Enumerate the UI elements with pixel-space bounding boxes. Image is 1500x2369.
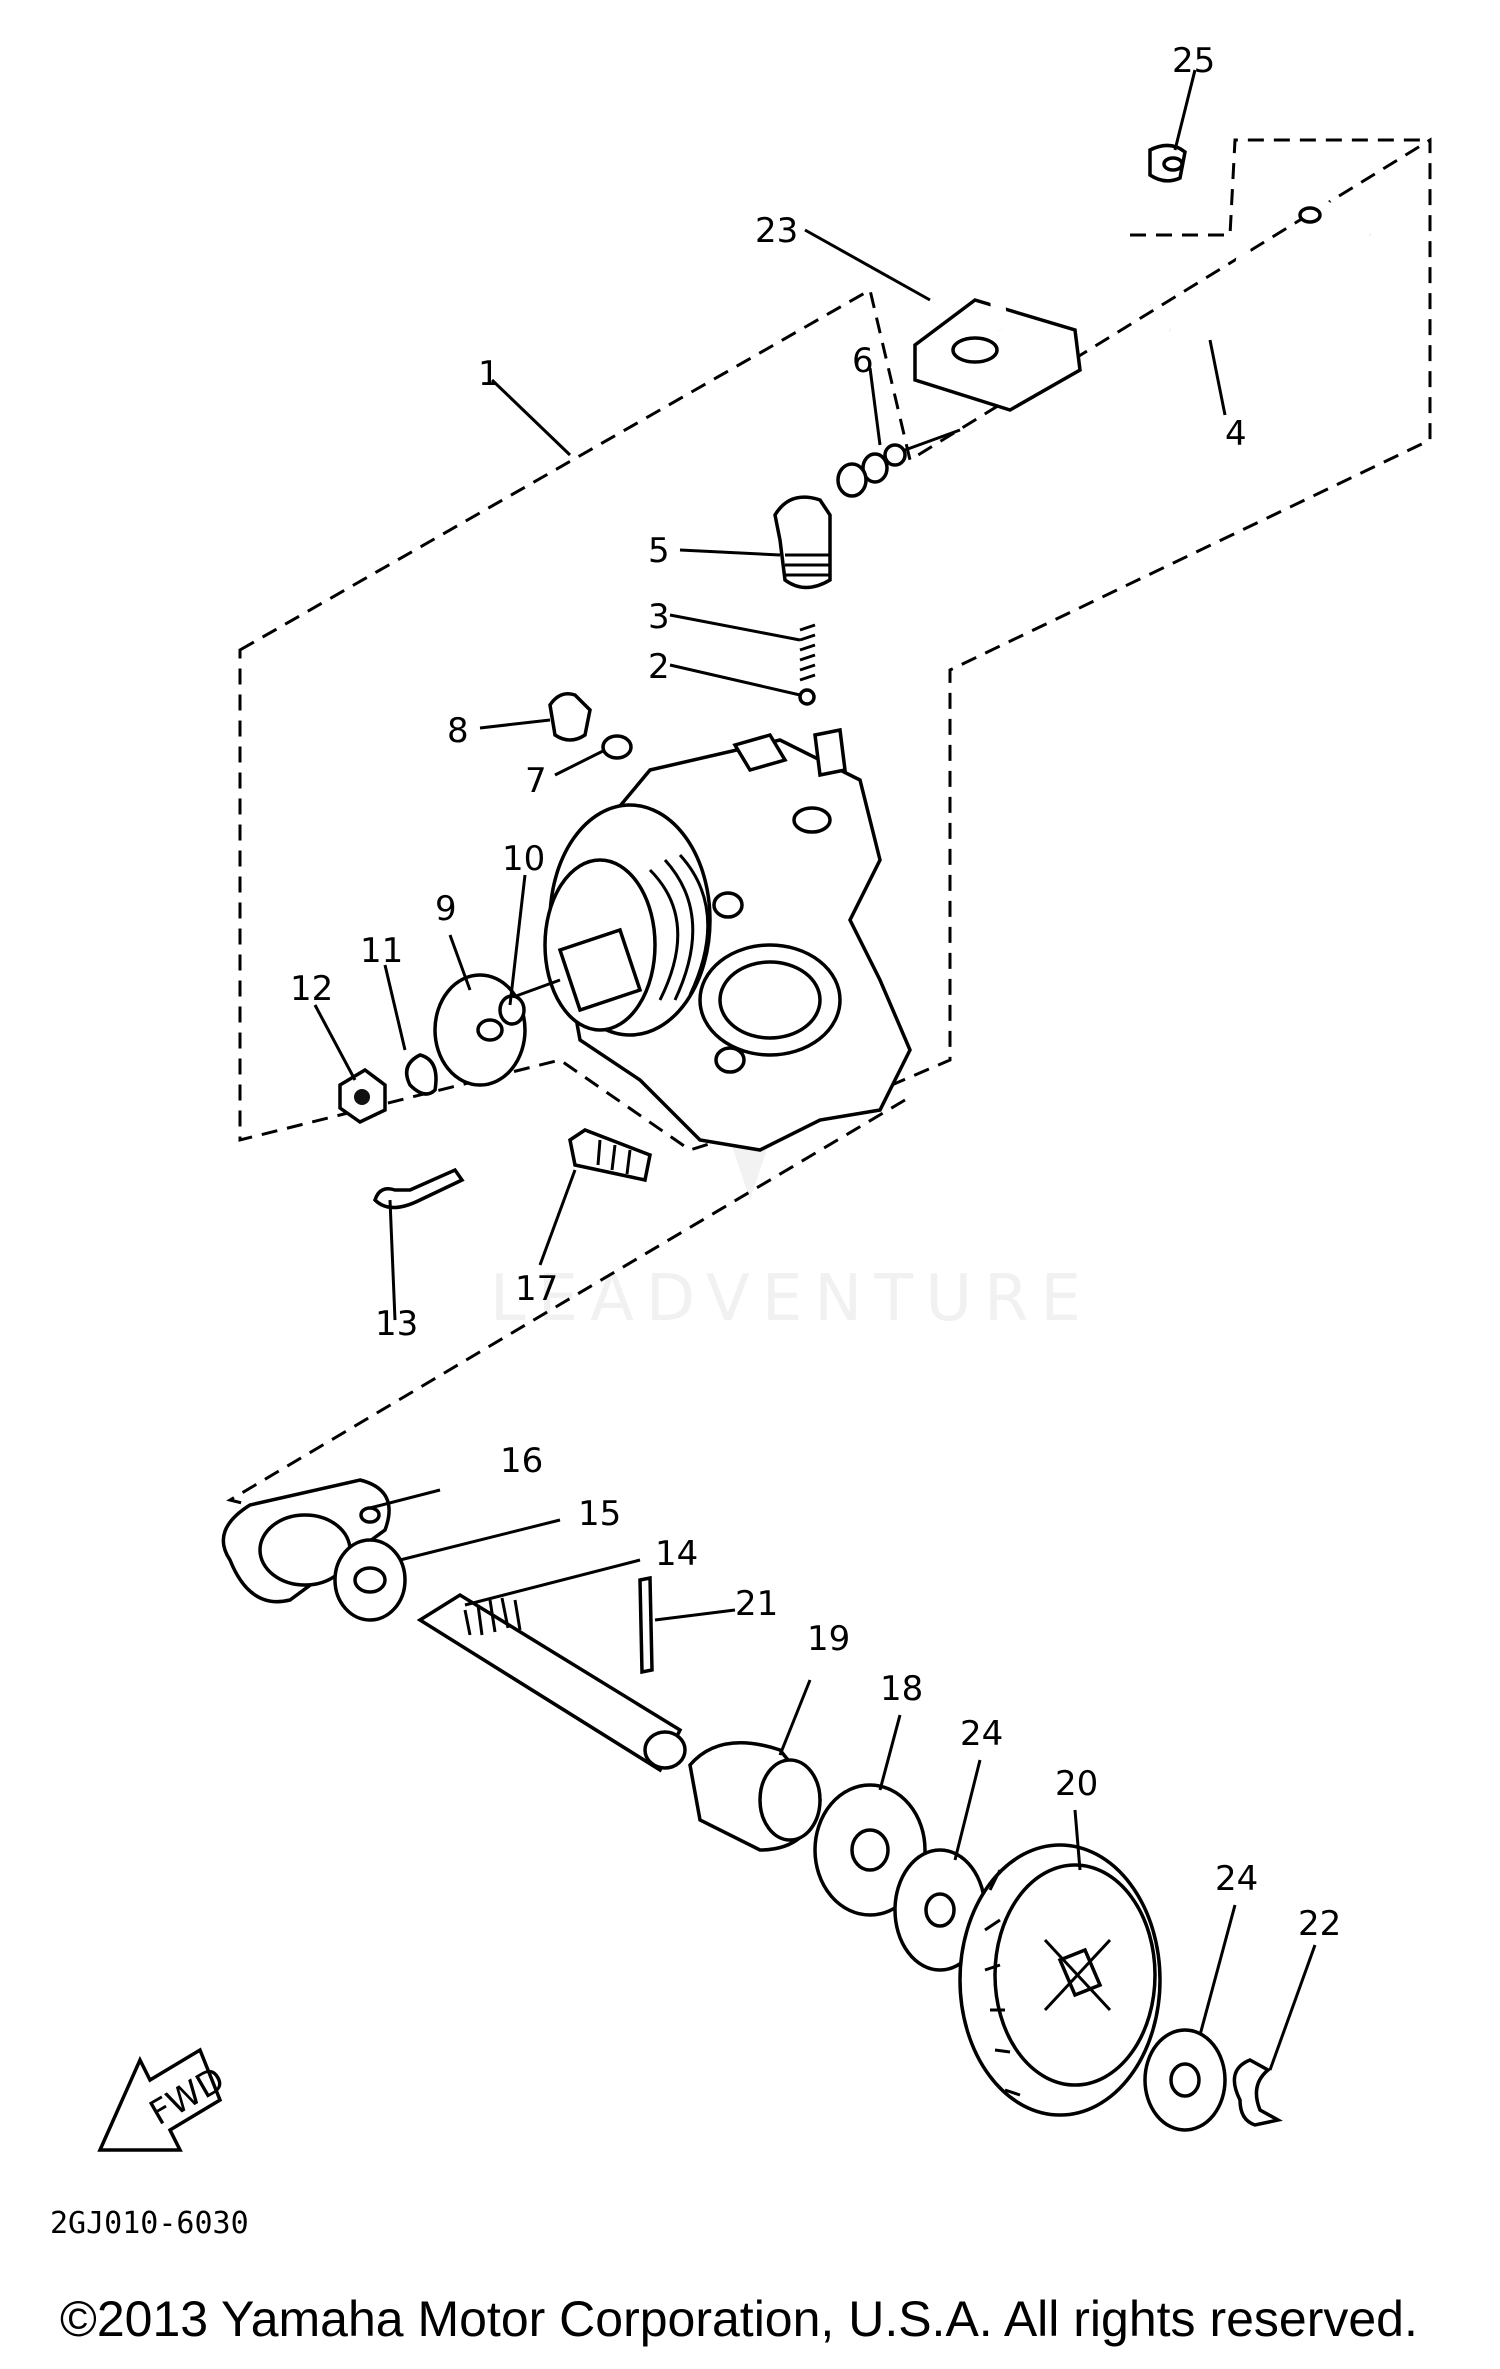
diagram-code: 2GJ010-6030 — [50, 2206, 249, 2241]
callout-5: 5 — [648, 531, 670, 571]
assembly-boundary — [238, 137, 1432, 1152]
pin-and-bolt — [372, 1128, 653, 1210]
callout-9: 9 — [435, 889, 457, 929]
callout-6: 6 — [852, 341, 874, 381]
callout-numbers: 1 2 3 4 5 6 7 8 9 10 11 12 13 14 15 16 1… — [290, 41, 1341, 1944]
callout-25: 25 — [1172, 41, 1215, 81]
watermark-text: LEADVENTURE — [490, 1262, 1093, 1336]
small-hardware — [338, 692, 633, 1125]
callout-23: 23 — [755, 211, 798, 251]
banjo-fitting — [773, 428, 961, 706]
drive-assembly — [221, 1478, 1283, 2132]
callout-2: 2 — [648, 647, 670, 687]
oil-line-assembly — [913, 138, 1430, 412]
callout-4: 4 — [1225, 414, 1247, 454]
fwd-arrow-icon: FWD — [97, 2047, 232, 2152]
callout-8: 8 — [447, 711, 469, 751]
callout-24a: 24 — [960, 1714, 1003, 1754]
callout-16: 16 — [500, 1441, 543, 1481]
callout-1: 1 — [478, 354, 500, 394]
callout-19: 19 — [807, 1619, 850, 1659]
callout-17: 17 — [515, 1269, 558, 1309]
copyright-notice: ©2013 Yamaha Motor Corporation, U.S.A. A… — [60, 2291, 1418, 2347]
callout-11: 11 — [360, 931, 403, 971]
callout-15: 15 — [578, 1494, 621, 1534]
leader-lines — [313, 69, 1317, 2071]
callout-18: 18 — [880, 1669, 923, 1709]
callout-24b: 24 — [1215, 1859, 1258, 1899]
callout-12: 12 — [290, 969, 333, 1009]
callout-13: 13 — [375, 1304, 418, 1344]
pump-body — [504, 727, 912, 1152]
callout-3: 3 — [648, 597, 670, 637]
callout-10: 10 — [502, 839, 545, 879]
callout-14: 14 — [655, 1534, 698, 1574]
callout-22: 22 — [1298, 1904, 1341, 1944]
callout-20: 20 — [1055, 1764, 1098, 1804]
callout-7: 7 — [525, 761, 547, 801]
callout-21: 21 — [735, 1584, 778, 1624]
